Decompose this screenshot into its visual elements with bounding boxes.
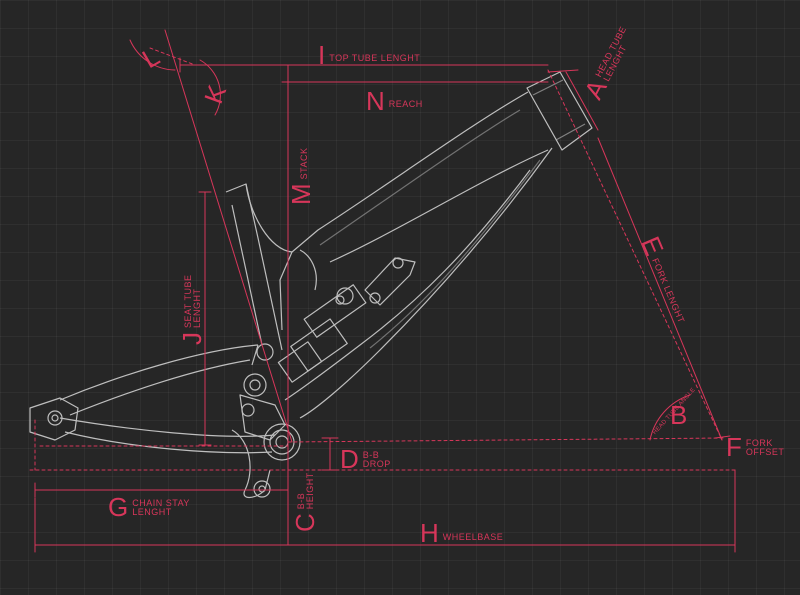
label-text-reach: REACH <box>388 99 423 109</box>
label-fork-offset: F FORK OFFSET <box>726 432 784 463</box>
label-text-stack: STACK <box>299 147 309 180</box>
label-reach: N REACH <box>366 86 423 117</box>
label-text-bb-drop-2: DROP <box>362 458 391 469</box>
down-tube <box>284 147 553 419</box>
label-stack: M STACK <box>286 147 317 205</box>
label-text-top-tube: TOP TUBE LENGHT <box>329 53 421 63</box>
head-tube-length-line <box>547 69 579 73</box>
label-text-bb-drop-1: B-B <box>362 449 380 460</box>
label-letter-d: D <box>340 444 360 474</box>
seat-tube-angle-line <box>164 29 293 443</box>
label-letter-f: F <box>726 432 743 462</box>
seat-angle-arc-k <box>199 59 221 116</box>
label-text-chain-stay-1: CHAIN STAY <box>132 497 190 508</box>
label-chain-stay-length: G CHAIN STAY LENGHT <box>108 492 190 523</box>
head-tube <box>526 71 593 151</box>
label-letter-i: I <box>318 40 327 70</box>
label-text-chain-stay-2: LENGHT <box>132 506 172 517</box>
label-letter-h: H <box>420 518 440 548</box>
label-letter-b: B <box>670 400 689 430</box>
label-letter-c: C <box>290 512 320 532</box>
label-letter-j: J <box>177 331 207 345</box>
bb-drop-line <box>287 437 726 443</box>
label-bb-height: C B-B HEIGHT <box>290 472 321 532</box>
fork-offset-line <box>714 435 731 439</box>
label-seat-tube-length: J SEAT TUBE LENGHT <box>177 274 208 345</box>
label-letter-g: G <box>108 492 130 522</box>
label-text-fork-offset-2: OFFSET <box>745 446 785 457</box>
label-text-wheelbase: WHEELBASE <box>442 532 504 542</box>
bike-frame <box>29 71 593 499</box>
rear-dropout <box>29 397 79 441</box>
label-top-tube-length: I TOP TUBE LENGHT <box>318 40 420 71</box>
label-bb-drop: D B-B DROP <box>340 444 391 475</box>
label-letter-m: M <box>286 182 316 205</box>
head-angle-arc <box>649 394 691 441</box>
rocker-link <box>364 257 416 306</box>
label-text-seat-tube-2: LENGHT <box>191 288 202 328</box>
top-tube <box>291 91 549 263</box>
rear-shock <box>277 284 367 383</box>
seat-tube <box>225 183 283 351</box>
seat-stay <box>59 344 259 416</box>
fork-length-line <box>597 137 723 441</box>
label-text-fork-offset-1: FORK <box>745 437 773 448</box>
label-wheelbase: H WHEELBASE <box>420 518 503 549</box>
measurement-lines <box>29 29 736 553</box>
chain-stay <box>59 417 276 454</box>
seat-angle-arc-l <box>129 39 176 71</box>
label-text-bb-height-2: HEIGHT <box>304 472 315 510</box>
label-letter-n: N <box>366 86 386 116</box>
